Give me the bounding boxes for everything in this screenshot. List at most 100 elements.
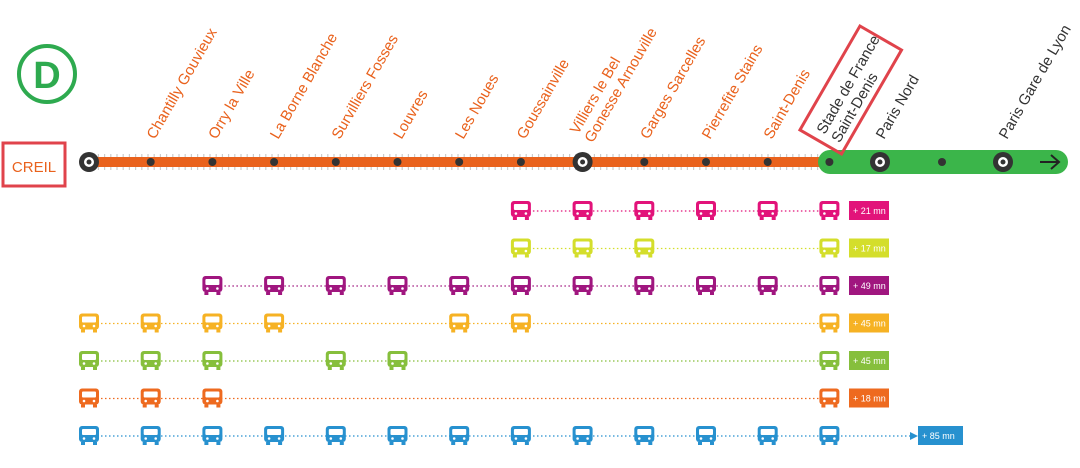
- travel-time-badge: + 18 mn: [849, 388, 889, 408]
- station-dot: [146, 158, 155, 166]
- bus-icon: [572, 276, 593, 295]
- bus-icon: [449, 426, 470, 445]
- line-letter-badge: D: [17, 44, 77, 104]
- bus-routes: + 21 mn + 17 mn + 49 mn + 45 mn + 45 mn + 18 …: [79, 201, 963, 445]
- rail-track: [79, 150, 1068, 174]
- station-label: Paris Gare de Lyon: [996, 22, 1075, 142]
- bus-icon: [387, 276, 408, 295]
- travel-time-label: + 45 mn: [853, 319, 886, 329]
- bus-icon: [202, 276, 223, 295]
- station-label: La Borne Blanche: [267, 30, 341, 142]
- bus-icon: [510, 238, 531, 258]
- station-dot: [640, 158, 649, 166]
- bus-route-row: + 18 mn: [79, 388, 889, 408]
- bus-icon: [634, 426, 655, 445]
- bus-icon: [510, 426, 531, 445]
- bus-icon: [634, 238, 655, 258]
- bus-icon: [757, 426, 778, 445]
- bus-icon: [202, 313, 223, 333]
- station-label: Louvres: [390, 87, 431, 142]
- station-label: Saint-Denis: [760, 66, 813, 142]
- bus-icon: [757, 201, 778, 220]
- bus-icon: [449, 313, 470, 333]
- bus-icon: [510, 201, 531, 220]
- travel-time-label: + 85 mn: [922, 431, 955, 441]
- origin-highlight-box: [1, 141, 67, 188]
- bus-icon: [634, 276, 655, 295]
- bus-icon: [510, 313, 531, 333]
- station-dot-major: [993, 152, 1013, 172]
- arrow-right-icon: [1040, 154, 1061, 170]
- bus-icon: [819, 351, 840, 370]
- bus-icon: [140, 426, 161, 445]
- station-label: Les Noues: [452, 71, 503, 142]
- bus-icon: [140, 388, 161, 408]
- orange-track-bar: [82, 157, 827, 167]
- travel-time-label: + 17 mn: [853, 244, 886, 254]
- origin-station-dot: [79, 152, 99, 172]
- bus-icon: [696, 201, 716, 220]
- bus-route-row: + 49 mn: [202, 276, 889, 295]
- travel-time-label: + 45 mn: [853, 356, 886, 366]
- bus-route-row: + 45 mn: [79, 351, 889, 370]
- travel-time-label: + 21 mn: [853, 206, 886, 216]
- line-letter-ring: [17, 44, 77, 104]
- travel-time-badge: + 85 mn: [918, 426, 963, 445]
- bus-icon: [79, 388, 99, 408]
- bus-icon: [819, 201, 840, 220]
- bus-icon: [510, 276, 531, 295]
- station-dot: [516, 158, 525, 166]
- station-dot: [270, 158, 279, 166]
- travel-time-badge: + 49 mn: [849, 276, 889, 295]
- station-label: Survilliers Fosses: [329, 32, 402, 142]
- station-dot: [393, 158, 402, 166]
- route-arrow-icon: [910, 432, 918, 440]
- bus-icon: [819, 276, 840, 295]
- bus-route-row: + 45 mn: [79, 313, 889, 333]
- bus-icon: [696, 276, 716, 295]
- station-dot: [208, 158, 217, 166]
- origin-station-label: CREIL: [12, 159, 56, 176]
- bus-icon: [264, 276, 285, 295]
- bus-icon: [140, 313, 161, 333]
- bus-icon: [819, 388, 840, 408]
- bus-icon: [79, 351, 99, 370]
- bus-icon: [572, 426, 593, 445]
- bus-icon: [79, 313, 99, 333]
- bus-icon: [140, 351, 161, 370]
- station-dot-major: [870, 152, 890, 172]
- station-dot: [938, 158, 946, 166]
- travel-time-badge: + 45 mn: [849, 351, 889, 370]
- station-dot: [825, 158, 834, 166]
- station-dot-major: [572, 152, 593, 172]
- travel-time-label: + 18 mn: [853, 394, 886, 404]
- bus-icon: [819, 426, 840, 445]
- bus-icon: [79, 426, 99, 445]
- bus-route-row: + 17 mn: [510, 238, 889, 258]
- bus-icon: [696, 426, 716, 445]
- bus-icon: [325, 276, 346, 295]
- bus-icon: [819, 238, 840, 258]
- highlighted-station-box: [797, 23, 904, 156]
- bus-icon: [264, 426, 285, 445]
- travel-time-badge: + 45 mn: [849, 313, 889, 333]
- bus-icon: [264, 313, 285, 333]
- station-label: Pierrefite Stains: [699, 42, 767, 142]
- travel-time-badge: + 17 mn: [849, 238, 889, 258]
- origin-station-box: CREIL: [1, 141, 67, 188]
- station-dot: [763, 158, 772, 166]
- line-letter: D: [33, 55, 60, 97]
- bus-icon: [387, 426, 408, 445]
- station-label: Paris Nord: [873, 72, 923, 142]
- bus-icon: [325, 426, 346, 445]
- station-dot: [331, 158, 340, 166]
- bus-icon: [634, 201, 655, 220]
- bus-icon: [819, 313, 840, 333]
- station-label: Goussainville: [514, 56, 573, 142]
- travel-time-badge: + 21 mn: [849, 201, 889, 220]
- station-dot: [702, 158, 710, 166]
- bus-icon: [572, 238, 593, 258]
- bus-icon: [387, 351, 408, 370]
